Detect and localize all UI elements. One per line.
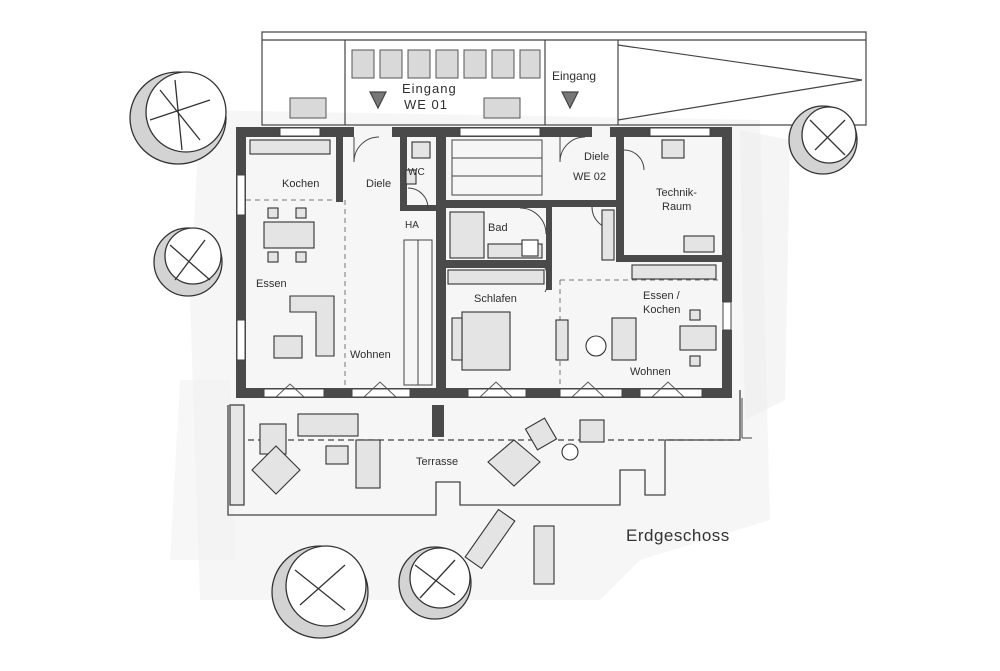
- terrace-lounger-2: [487, 439, 541, 487]
- dining-table-2: [679, 325, 717, 351]
- plan-title: Erdgeschoss: [626, 526, 730, 545]
- room-label-technik: Technik-: [656, 187, 697, 199]
- tree-bottom-mid: [398, 546, 472, 620]
- room-label-schlafen: Schlafen: [474, 293, 517, 305]
- tree-top-right: [788, 105, 858, 175]
- trees: [129, 71, 858, 639]
- room-label-raum: Raum: [662, 201, 692, 213]
- sofa-1: [289, 295, 335, 357]
- kitchen-counter-2: [631, 264, 717, 280]
- room-label-wc: WC: [408, 167, 425, 178]
- room-label-essen-kochen-2: Kochen: [643, 304, 681, 316]
- zone-lines: [246, 199, 722, 388]
- tree-mid-left: [153, 227, 223, 297]
- tree-top-left: [129, 71, 227, 165]
- room-label-bad: Bad: [488, 222, 508, 234]
- terrace-lounger-1: [251, 445, 301, 495]
- furniture: [249, 139, 717, 585]
- doors: [275, 136, 685, 398]
- terrace-bench: [297, 413, 359, 437]
- wc: [411, 141, 431, 159]
- entrance-label-right: Eingang: [552, 69, 597, 83]
- room-label-essen: Essen: [256, 278, 287, 290]
- windows: [236, 127, 732, 398]
- room-label-ha: HA: [405, 220, 419, 231]
- dining-table-1: [263, 221, 315, 249]
- room-label-diele-1: Diele: [366, 178, 392, 190]
- tree-bottom-left: [271, 545, 369, 639]
- room-label-essen-kochen-1: Essen /: [643, 290, 680, 302]
- sunbed-2: [533, 525, 555, 585]
- entrance-label-left: Eingang: [402, 81, 457, 96]
- room-label-wohnen-1: Wohnen: [350, 349, 391, 361]
- dimension-ticks: [741, 398, 752, 439]
- room-label-terrasse: Terrasse: [416, 456, 459, 468]
- unit-label-we01: WE 01: [404, 97, 449, 112]
- bed: [461, 311, 511, 371]
- terrace-outline: [227, 390, 741, 516]
- bathtub: [449, 211, 485, 259]
- wardrobe: [447, 269, 545, 285]
- kitchen-counter-1: [249, 139, 331, 155]
- sunbed-1: [464, 508, 516, 570]
- room-label-diele-2: Diele: [584, 151, 610, 163]
- staircases: [403, 139, 543, 386]
- room-label-kochen: Kochen: [282, 178, 320, 190]
- entrance-canopy: [261, 31, 867, 126]
- room-label-wohnen-2: Wohnen: [630, 366, 671, 378]
- unit-label-we02: WE 02: [573, 171, 607, 183]
- technik-unit: [661, 139, 685, 159]
